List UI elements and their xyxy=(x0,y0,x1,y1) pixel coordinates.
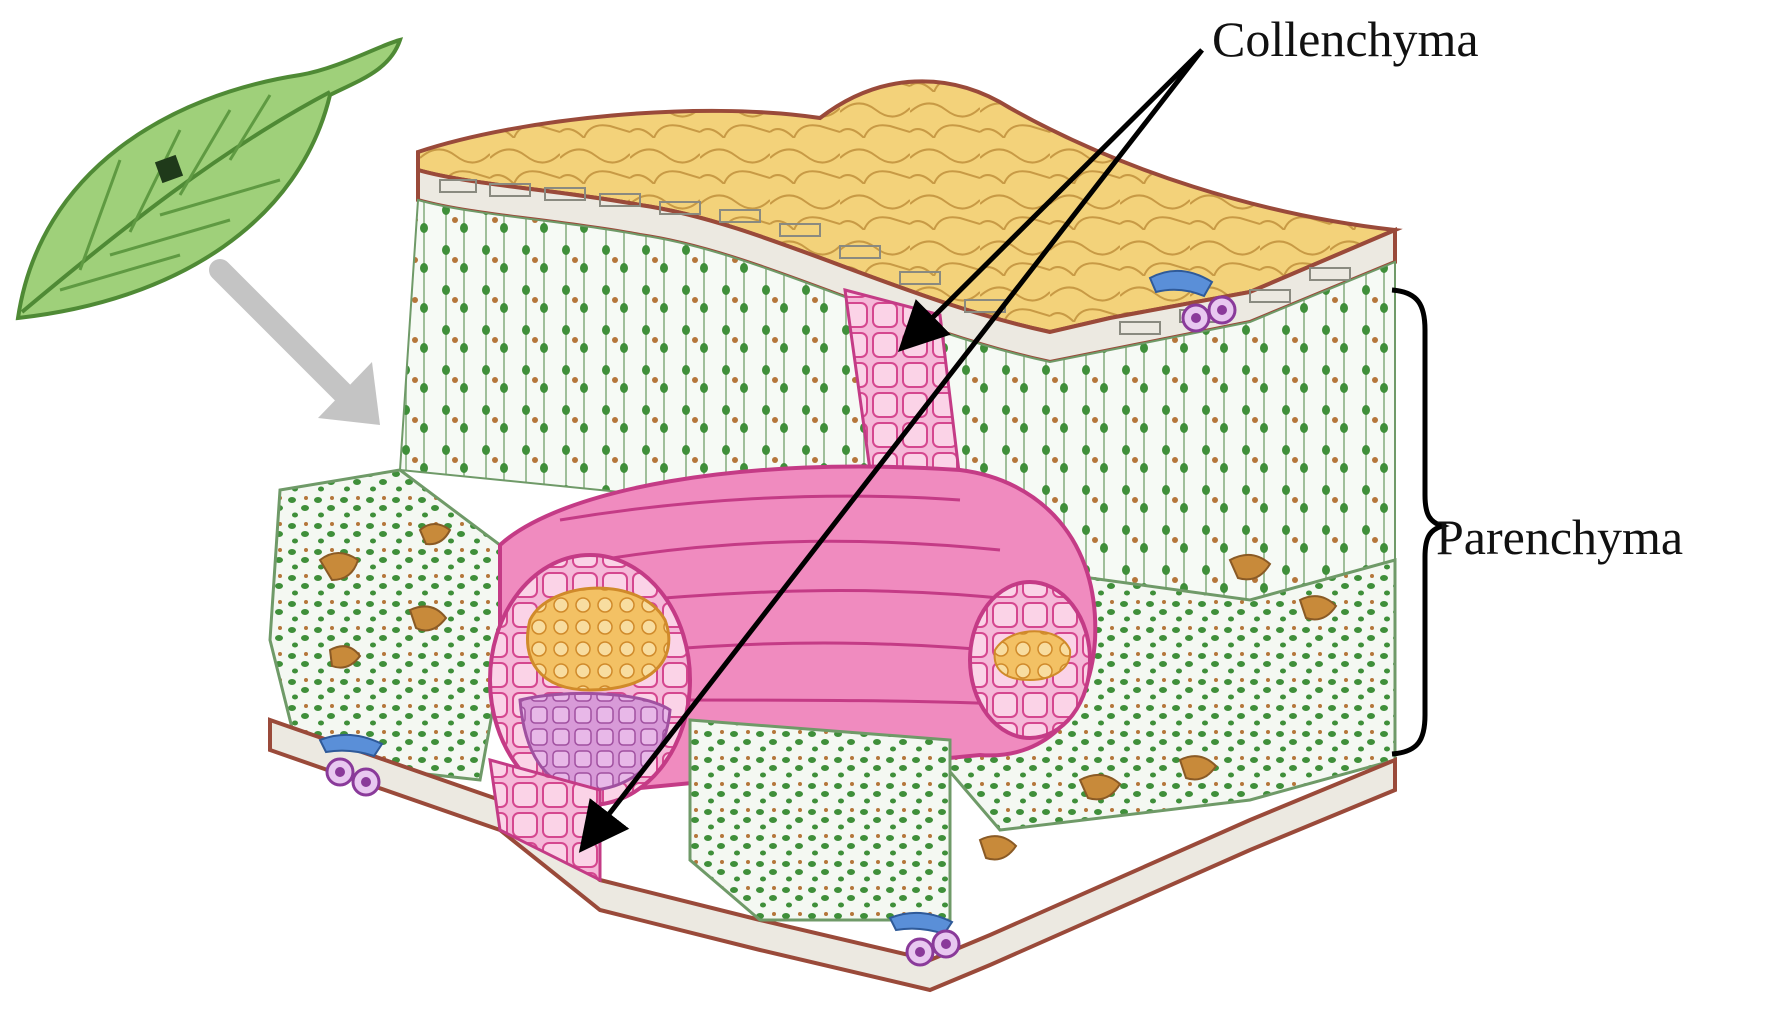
leaf-icon xyxy=(18,40,400,318)
zoom-pointer-arrow xyxy=(220,270,380,425)
parenchyma-label: Parenchyma xyxy=(1436,512,1683,562)
spongy-mesophyll-center xyxy=(690,720,950,920)
leaf-block xyxy=(270,81,1395,990)
parenchyma-bracket xyxy=(1392,290,1442,754)
xylem xyxy=(528,588,669,690)
collenchyma-label: Collenchyma xyxy=(1212,14,1479,64)
